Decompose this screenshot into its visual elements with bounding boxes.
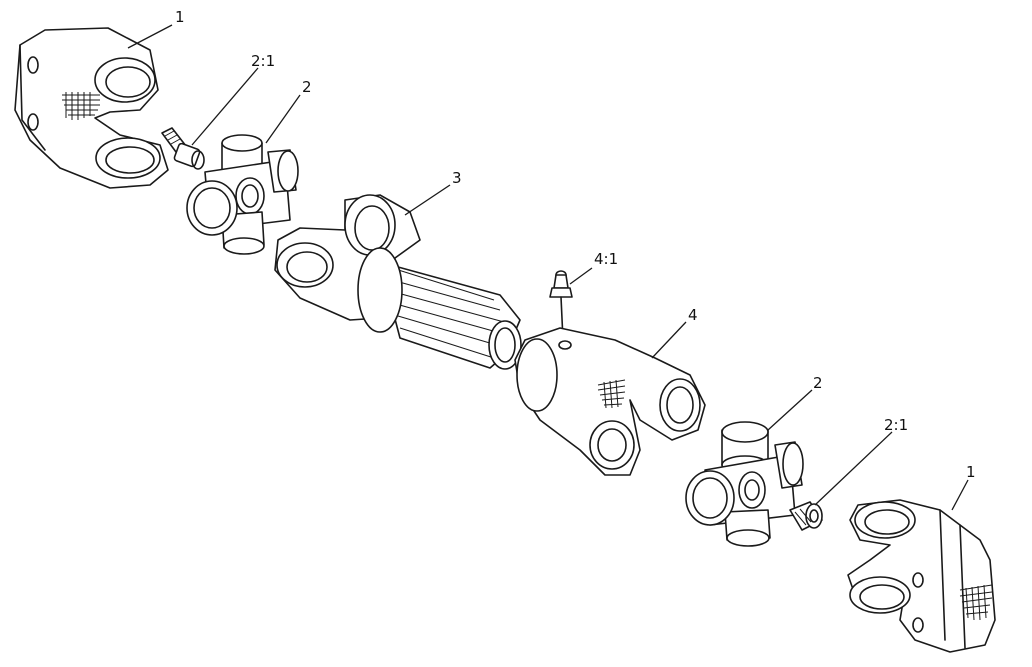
- callout-labels: 1 2:1 2 3 4:1 4 2 2:1 1: [175, 8, 976, 481]
- grease-fitting-center: [549, 270, 573, 341]
- callout-yoke-right: 1: [966, 463, 976, 481]
- leader-lines: [127, 24, 969, 511]
- yoke-left: [14, 27, 169, 189]
- tube-yoke: [514, 327, 706, 476]
- callout-shaft-yoke: 3: [452, 169, 462, 187]
- callout-fitting-center: 4:1: [594, 250, 618, 268]
- callout-fitting-left: 2:1: [251, 52, 275, 70]
- grease-fitting-left: [161, 127, 205, 170]
- shaft-yoke: [274, 194, 522, 370]
- callout-yoke-left: 1: [175, 8, 185, 26]
- yoke-right: [847, 499, 996, 653]
- callout-tube-yoke: 4: [688, 306, 698, 324]
- cross-right: [685, 421, 804, 547]
- cross-left: [186, 134, 299, 255]
- callout-cross-left: 2: [302, 78, 312, 96]
- grease-fitting-right: [789, 501, 823, 531]
- callout-cross-right: 2: [813, 374, 823, 392]
- callout-fitting-right: 2:1: [884, 416, 908, 434]
